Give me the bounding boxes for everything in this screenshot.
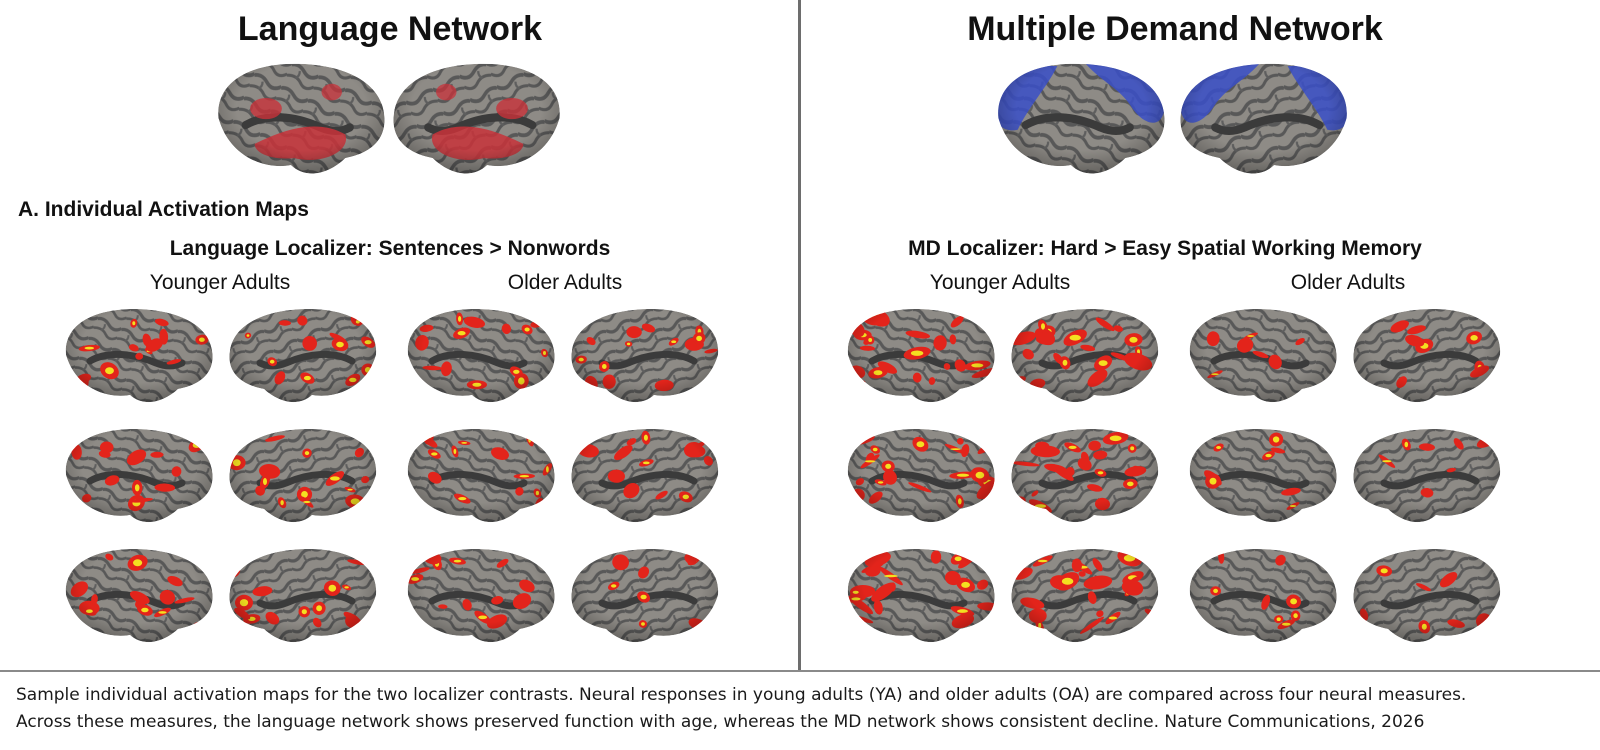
lang-ya-subject-2-left-hemisphere: [65, 429, 213, 523]
lang-ya-subject-3-right-hemisphere: [229, 549, 377, 643]
figure-caption: Sample individual activation maps for th…: [16, 682, 1586, 736]
language-contrast-label: Language Localizer: Sentences > Nonwords: [169, 237, 611, 260]
md-ya-subject-3-right-hemisphere: [1011, 549, 1159, 643]
md-oa-subject-2-left-hemisphere: [1189, 429, 1337, 523]
md-ya-subject-1-right-hemisphere: [1011, 309, 1159, 403]
md-oa-subject-3-right-hemisphere: [1353, 549, 1501, 643]
md-network-right-hemisphere: [1180, 63, 1347, 174]
brain-figure: [65, 63, 1501, 643]
md-network-title: Multiple Demand Network: [967, 10, 1383, 48]
lang-ya-subject-2-right-hemisphere: [229, 429, 377, 523]
lang-oa-subject-3-left-hemisphere: [407, 549, 555, 643]
caption-line-2: Across these measures, the language netw…: [16, 712, 1425, 732]
md-oa-subject-3-left-hemisphere: [1189, 549, 1337, 643]
md-oa-subject-1-left-hemisphere: [1189, 309, 1337, 403]
md-younger-label: Younger Adults: [929, 271, 1071, 294]
md-ya-subject-2-right-hemisphere: [1011, 429, 1159, 523]
lang-ya-subject-1-left-hemisphere: [65, 309, 213, 403]
section-label: A. Individual Activation Maps: [18, 198, 309, 221]
lang-oa-subject-2-left-hemisphere: [407, 429, 555, 523]
md-oa-subject-1-right-hemisphere: [1353, 309, 1501, 403]
caption-line-1: Sample individual activation maps for th…: [16, 685, 1467, 705]
language-younger-label: Younger Adults: [149, 271, 291, 294]
lang-ya-subject-3-left-hemisphere: [65, 549, 213, 643]
caption-divider: [0, 670, 1600, 672]
md-ya-subject-2-left-hemisphere: [847, 429, 995, 523]
md-ya-subject-3-left-hemisphere: [847, 549, 995, 643]
lang-oa-subject-1-right-hemisphere: [571, 309, 719, 403]
md-older-label: Older Adults: [1290, 271, 1406, 294]
md-network-left-hemisphere: [998, 63, 1165, 174]
md-ya-subject-1-left-hemisphere: [847, 309, 995, 403]
language-older-label: Older Adults: [507, 271, 623, 294]
lang-ya-subject-1-right-hemisphere: [229, 309, 377, 403]
language-network-right-hemisphere: [393, 63, 560, 174]
language-network-title: Language Network: [237, 10, 543, 48]
lang-oa-subject-3-right-hemisphere: [571, 549, 719, 643]
lang-oa-subject-2-right-hemisphere: [571, 429, 719, 523]
md-oa-subject-2-right-hemisphere: [1353, 429, 1501, 523]
panel-divider-vertical: [798, 0, 801, 672]
language-network-left-hemisphere: [218, 63, 385, 174]
md-contrast-label: MD Localizer: Hard > Easy Spatial Workin…: [908, 237, 1422, 260]
lang-oa-subject-1-left-hemisphere: [407, 309, 555, 403]
